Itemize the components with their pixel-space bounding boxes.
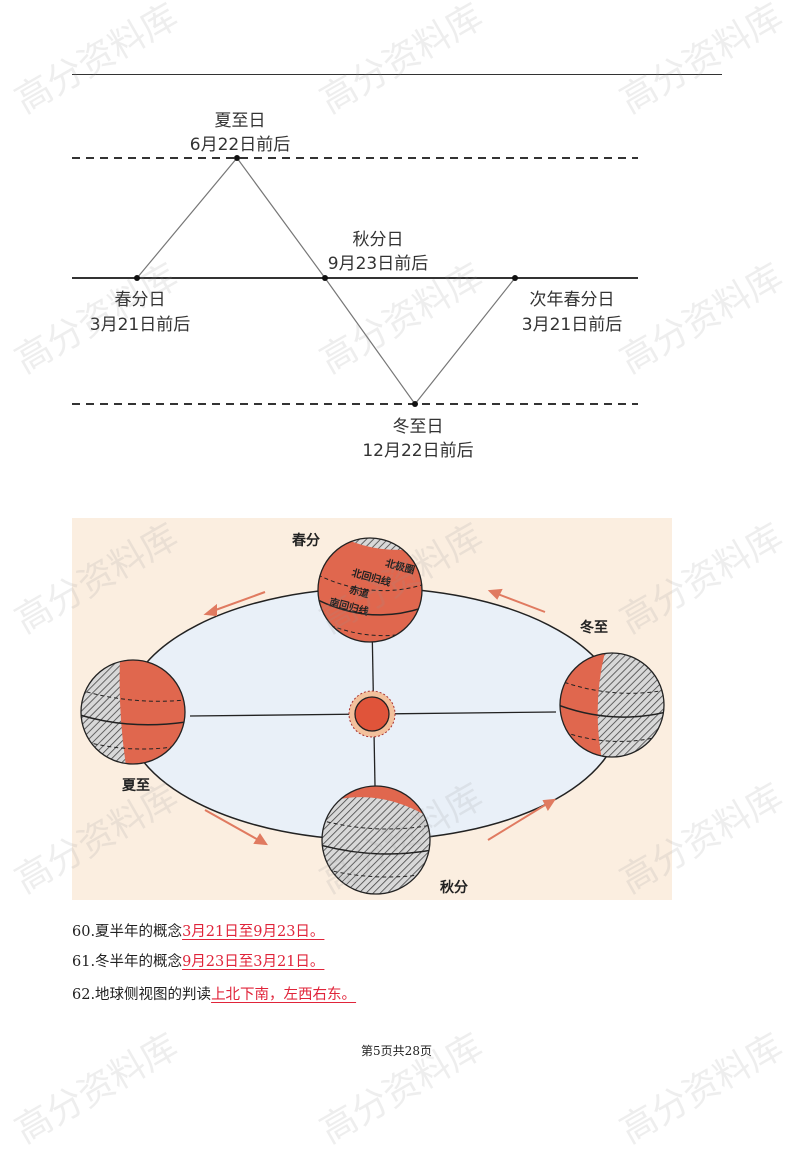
sun-direct-point-diagram: 夏至日 6月22日前后 秋分日 9月23日前后 春分日 3月21日前后 次年春分… bbox=[72, 111, 672, 900]
label: 冬至日 bbox=[393, 417, 444, 437]
label-spring: 春分 bbox=[291, 532, 320, 549]
label: 3月21日前后 bbox=[522, 315, 622, 335]
question-60: 60.夏半年的概念3月21日至9月23日。 bbox=[72, 924, 325, 940]
label-autumn: 秋分 bbox=[440, 879, 468, 896]
header-rule bbox=[72, 74, 722, 75]
question-61: 61.冬半年的概念9月23日至3月21日。 bbox=[72, 954, 325, 970]
label: 次年春分日 bbox=[530, 290, 615, 310]
label: 夏至日 bbox=[215, 111, 266, 131]
earth-summer-solstice bbox=[81, 660, 185, 764]
label: 9月23日前后 bbox=[328, 254, 428, 274]
label: 3月21日前后 bbox=[90, 315, 190, 335]
sun-icon bbox=[348, 690, 396, 738]
label: 秋分日 bbox=[353, 230, 404, 250]
direct-point-path bbox=[136, 157, 516, 405]
label-summer: 夏至 bbox=[122, 777, 150, 794]
page-footer: 第5页共28页 bbox=[361, 1044, 432, 1058]
label: 12月22日前后 bbox=[362, 441, 473, 461]
earth-autumn-equinox bbox=[322, 786, 430, 894]
label: 6月22日前后 bbox=[190, 135, 290, 155]
question-62: 62.地球侧视图的判读上北下南，左西右东。 bbox=[72, 987, 357, 1003]
label-winter: 冬至 bbox=[580, 619, 608, 636]
earth-orbit-diagram: 北极圈 北回归线 赤道 南回归线 春分 冬至 夏至 bbox=[72, 518, 672, 900]
earth-winter-solstice bbox=[560, 653, 664, 757]
label: 春分日 bbox=[115, 290, 166, 310]
